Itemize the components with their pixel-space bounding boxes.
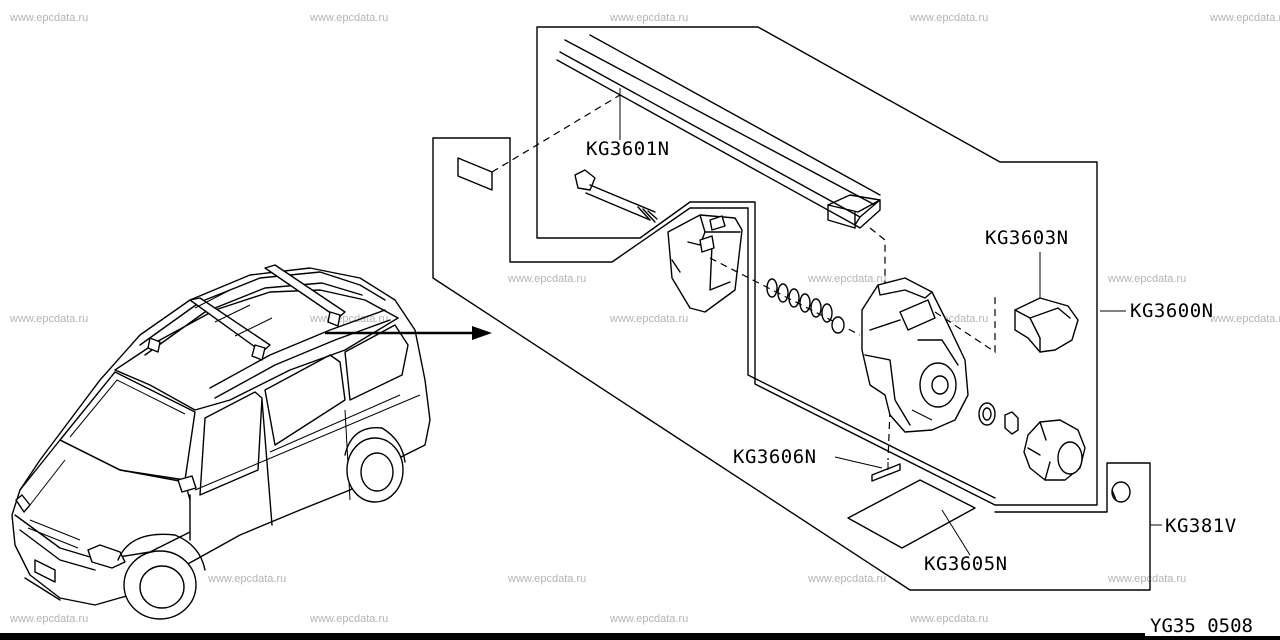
rail-end-pad [457, 157, 493, 191]
watermark: www.epcdata.ru [609, 313, 688, 325]
watermark: www.epcdata.ru [909, 12, 988, 24]
leader-lines [619, 88, 1162, 556]
rubber-pad [1014, 297, 1079, 353]
watermarks: www.epcdata.ru www.epcdata.ru www.epcdat… [9, 12, 1280, 625]
watermark: www.epcdata.ru [909, 613, 988, 625]
pointer-arrow [325, 326, 492, 340]
clamp-body [861, 277, 969, 433]
assembly-guide [887, 409, 891, 461]
assembly-guide [709, 257, 861, 336]
watermark: www.epcdata.ru [1209, 12, 1280, 24]
callout-kg3603n: KG3603N [985, 227, 1069, 249]
watermark: www.epcdata.ru [609, 12, 688, 24]
callout-kg381v: KG381V [1165, 515, 1237, 537]
pad-guide-box [934, 295, 996, 354]
watermark: www.epcdata.ru [309, 613, 388, 625]
watermark: www.epcdata.ru [1107, 573, 1186, 585]
mount-bracket [667, 214, 743, 313]
watermark: www.epcdata.ru [309, 12, 388, 24]
drawing-code: YG35 0508 [1150, 615, 1253, 637]
bottom-border [0, 633, 1280, 640]
roof-rail [556, 34, 881, 229]
watermark: www.epcdata.ru [9, 613, 88, 625]
assembly-frames [432, 26, 1151, 591]
watermark: www.epcdata.ru [1209, 313, 1280, 325]
watermark: www.epcdata.ru [1107, 273, 1186, 285]
watermark: www.epcdata.ru [207, 573, 286, 585]
spring [766, 278, 845, 334]
assembly-guide [869, 227, 886, 285]
washer [978, 402, 996, 426]
callout-kg3601n: KG3601N [586, 138, 670, 160]
pad-guide-line [491, 94, 621, 173]
nut [1004, 411, 1019, 435]
callout-kg3605n: KG3605N [924, 553, 1008, 575]
label-sheet [847, 479, 976, 549]
watermark: www.epcdata.ru [9, 313, 88, 325]
van-illustration [11, 264, 431, 620]
small-clip [871, 463, 901, 482]
watermark: www.epcdata.ru [507, 273, 586, 285]
drawing-code-backing [1145, 614, 1280, 636]
watermark: www.epcdata.ru [9, 12, 88, 24]
watermark: www.epcdata.ru [807, 573, 886, 585]
end-cap [1111, 481, 1131, 503]
knob [1023, 419, 1086, 481]
watermark: www.epcdata.ru [609, 613, 688, 625]
watermark: www.epcdata.ru [807, 273, 886, 285]
callout-kg3606n: KG3606N [733, 446, 817, 468]
bolt [574, 169, 658, 223]
watermark: www.epcdata.ru [507, 573, 586, 585]
callout-kg3600n: KG3600N [1130, 300, 1214, 322]
